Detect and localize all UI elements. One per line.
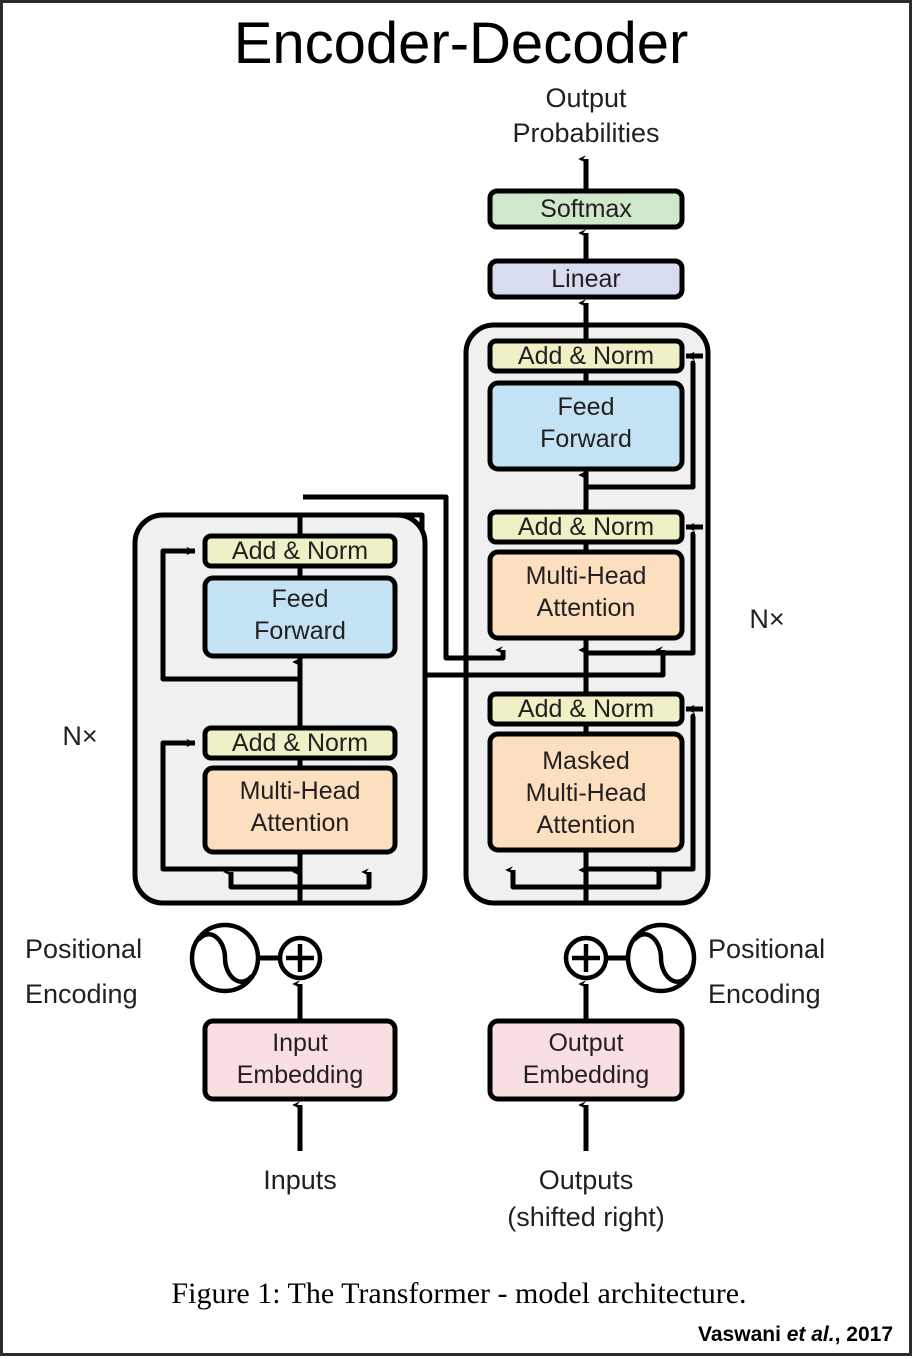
decoder-add-norm-top-box: [487, 338, 685, 374]
decoder-masked-attention-block[interactable]: Masked Multi-Head Attention: [487, 731, 685, 853]
attribution: Vaswani et al., 2017: [698, 1323, 893, 1346]
outputs-label-line2: (shifted right): [507, 1202, 665, 1232]
page-title: Encoder-Decoder: [234, 11, 689, 76]
decoder-masked-qkv-left-wire: [505, 866, 586, 890]
decoder-masked-attention-label-line2: Multi-Head: [526, 779, 647, 807]
softmax-box: [487, 188, 685, 230]
output-probabilities-label-line2: Probabilities: [512, 118, 659, 148]
attribution-etal: et al.: [787, 1323, 835, 1346]
decoder-feed-forward-block[interactable]: Feed Forward: [487, 380, 685, 472]
decoder-masked-attention-box: [487, 731, 685, 853]
decoder-sum-node: [563, 935, 609, 981]
encoder-add-norm-bottom-box: [202, 725, 398, 761]
figure-caption: Figure 1: The Transformer - model archit…: [171, 1277, 746, 1310]
decoder-sinusoid-wave: [632, 932, 690, 984]
encoder-add-norm-bottom-block[interactable]: Add & Norm: [202, 725, 398, 761]
attribution-year: , 2017: [835, 1323, 893, 1346]
decoder-residual-wire-bottom: [586, 713, 696, 872]
decoder-add-norm-mid-label: Add & Norm: [518, 513, 654, 541]
encoder-qkv-right-wire: [300, 868, 372, 890]
encoder-embedding-box: [202, 1018, 398, 1102]
encoder-repeat-label: N×: [62, 721, 97, 751]
encoder-sum-node: [277, 935, 323, 981]
softmax-block[interactable]: Softmax: [487, 188, 685, 230]
softmax-label: Softmax: [540, 195, 632, 223]
decoder-positional-encoding-label-line2: Encoding: [708, 979, 821, 1009]
encoder-add-norm-top-box: [202, 533, 398, 569]
encoder-add-norm-top-label: Add & Norm: [232, 537, 368, 565]
decoder-add-norm-mid-box: [487, 509, 685, 545]
decoder-add-norm-mid-block[interactable]: Add & Norm: [487, 509, 685, 545]
decoder-cross-attention-label-line1: Multi-Head: [526, 562, 647, 590]
encoder-feed-forward-block[interactable]: Feed Forward: [202, 575, 398, 659]
encoder-attention-box: [202, 765, 398, 855]
decoder-add-norm-top-block[interactable]: Add & Norm: [487, 338, 685, 374]
encoder-embedding-block[interactable]: Input Embedding: [202, 1018, 398, 1102]
decoder-add-norm-bottom-block[interactable]: Add & Norm: [487, 691, 685, 727]
encoder-attention-label-line2: Attention: [251, 809, 350, 837]
decoder-masked-qkv-right-wire: [586, 866, 662, 890]
decoder-feed-forward-label-line2: Forward: [540, 425, 632, 453]
decoder-masked-attention-label-line1: Masked: [542, 747, 630, 775]
transformer-architecture-diagram: Encoder-Decoder Output Probabilities Sof…: [25, 11, 893, 1346]
linear-label: Linear: [551, 265, 621, 293]
encoder-add-norm-bottom-label: Add & Norm: [232, 729, 368, 757]
outputs-label-line1: Outputs: [539, 1165, 634, 1195]
decoder-add-norm-top-label: Add & Norm: [518, 342, 654, 370]
decoder-embedding-label-line2: Embedding: [523, 1061, 649, 1089]
encoder-attention-label-line1: Multi-Head: [240, 777, 361, 805]
encoder-to-decoder-key-wire: [303, 494, 506, 661]
decoder-positional-encoding-label-line1: Positional: [708, 934, 825, 964]
decoder-cross-attention-block[interactable]: Multi-Head Attention: [487, 549, 685, 641]
decoder-cross-attention-label-line2: Attention: [537, 594, 636, 622]
encoder-residual-wire-bottom: [160, 740, 300, 872]
decoder-add-norm-bottom-label: Add & Norm: [518, 695, 654, 723]
encoder-embedding-label-line1: Input: [272, 1029, 328, 1057]
decoder-embedding-block[interactable]: Output Embedding: [487, 1018, 685, 1102]
linear-block[interactable]: Linear: [487, 258, 685, 300]
encoder-positional-encoding-icon: [189, 922, 261, 994]
encoder-positional-encoding-label-line1: Positional: [25, 934, 142, 964]
decoder-feed-forward-box: [487, 380, 685, 472]
inputs-label: Inputs: [263, 1165, 337, 1195]
attribution-author: Vaswani: [698, 1323, 787, 1346]
decoder-feed-forward-label-line1: Feed: [558, 393, 615, 421]
decoder-add-norm-bottom-box: [487, 691, 685, 727]
decoder-repeat-label: N×: [749, 604, 784, 634]
encoder-qkv-left-wire: [223, 868, 300, 890]
encoder-feed-forward-box: [202, 575, 398, 659]
encoder-residual-wire-top: [160, 548, 300, 682]
encoder-positional-encoding-label-line2: Encoding: [25, 979, 138, 1009]
decoder-cross-attention-box: [487, 549, 685, 641]
linear-box: [487, 258, 685, 300]
decoder-embedding-box: [487, 1018, 685, 1102]
decoder-embedding-label-line1: Output: [548, 1029, 623, 1057]
encoder-feed-forward-label-line2: Forward: [254, 617, 346, 645]
encoder-add-norm-top-block[interactable]: Add & Norm: [202, 533, 398, 569]
encoder-sinusoid-wave: [196, 932, 254, 984]
output-probabilities-label-line1: Output: [545, 83, 627, 113]
encoder-embedding-label-line2: Embedding: [237, 1061, 363, 1089]
encoder-attention-block[interactable]: Multi-Head Attention: [202, 765, 398, 855]
encoder-feed-forward-label-line1: Feed: [272, 585, 329, 613]
decoder-masked-attention-label-line3: Attention: [537, 811, 636, 839]
decoder-positional-encoding-icon: [625, 922, 697, 994]
